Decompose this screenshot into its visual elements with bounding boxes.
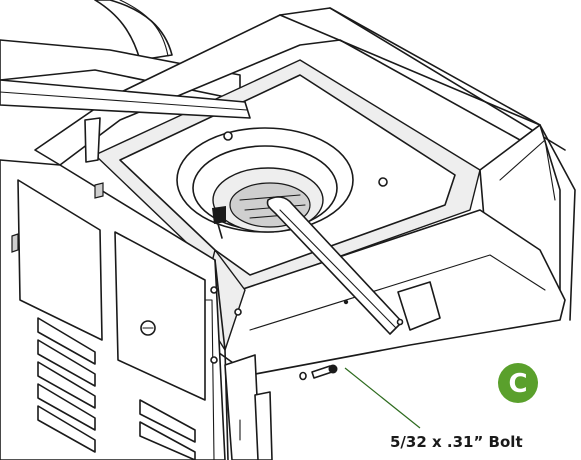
support-bar (0, 79, 251, 163)
callout-leader (344, 367, 421, 429)
bolt (299, 299, 404, 381)
step-badge-label: C (508, 369, 527, 399)
gas-tube (266, 196, 441, 335)
step-badge: C (498, 363, 538, 403)
bolt-callout-label: 5/32 x .31” Bolt (390, 433, 523, 451)
vent-louvers (37, 317, 196, 460)
front-bracket (224, 354, 273, 460)
